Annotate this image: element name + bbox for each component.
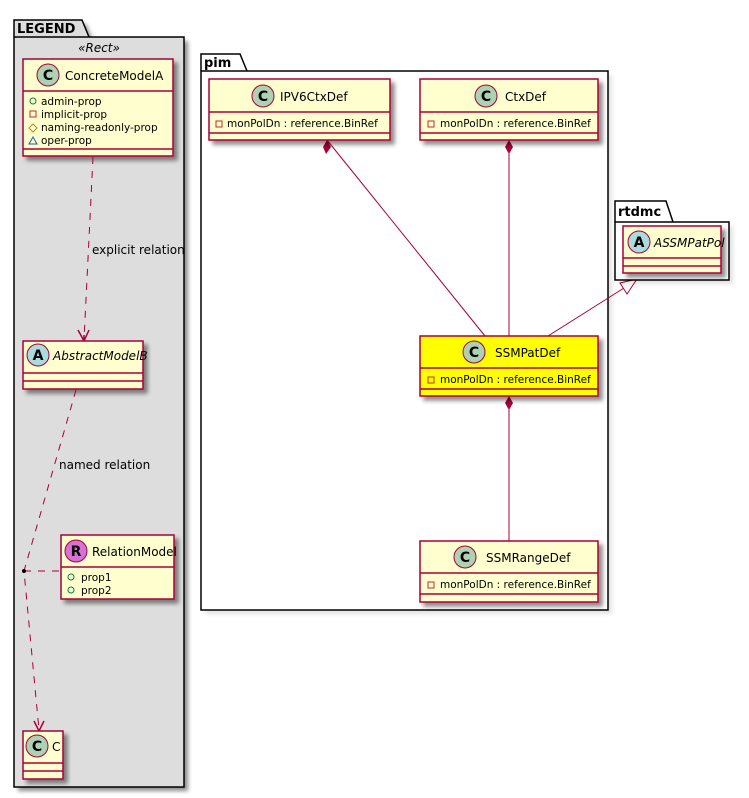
class-abstract-model-b[interactable]: A AbstractModelB [22,340,148,390]
class-name: ASSMPatPol [653,236,725,250]
legend-title: LEGEND [17,22,76,37]
private-square-icon [29,110,37,118]
edge-ipv6-to-ssmpat [323,139,486,337]
attribute: monPolDn : reference.BinRef [440,118,591,130]
class-badge-icon [453,545,477,569]
edge-label: named relation [59,458,150,472]
pim-package: pim [200,53,609,611]
rtdmc-title: rtdmc [618,205,661,220]
class-badge-icon [474,84,498,108]
abstract-badge-icon [627,230,651,254]
svg-text:R: R [71,544,82,560]
class-ctxdef[interactable]: C CtxDef monPolDn : reference.BinRef [419,78,599,141]
public-circle-icon [67,586,75,594]
svg-text:C: C [258,89,268,105]
class-name: AbstractModelB [52,349,148,363]
private-square-icon [427,376,435,384]
edge-label: explicit relation [92,243,185,257]
public-circle-icon [67,573,75,581]
class-ssmpatdef[interactable]: C SSMPatDef monPolDn : reference.BinRef [419,335,599,397]
attribute: prop2 [81,585,112,597]
attribute: naming-readonly-prop [41,122,158,134]
attribute: oper-prop [41,135,92,147]
junction-point-icon [22,569,26,573]
svg-text:A: A [634,235,645,251]
class-name: IPV6CtxDef [280,90,348,104]
class-name: CtxDef [505,90,547,104]
edge-ssmpat-to-ssmrange [505,396,513,541]
legend-stereotype: «Rect» [78,41,120,55]
svg-text:C: C [469,345,479,361]
public-circle-icon [29,97,37,105]
package-triangle-icon [28,135,38,145]
class-badge-icon [36,63,60,87]
class-ssmrangedef[interactable]: C SSMRangeDef monPolDn : reference.BinRe… [419,540,599,603]
svg-text:A: A [33,348,44,364]
class-concrete-model-a[interactable]: C ConcreteModelA admin-prop implicit-pro… [22,58,174,157]
class-badge-icon [462,340,486,364]
class-name: RelationModel [92,545,177,559]
composition-diamond-icon [505,140,513,154]
class-relation-model[interactable]: R RelationModel prop1 prop2 [60,534,177,600]
svg-text:C: C [32,739,42,755]
abstract-badge-icon [26,343,50,367]
legend-package: LEGEND «Rect» [13,19,185,788]
edge-named-relation: named relation [22,389,150,733]
attribute: monPolDn : reference.BinRef [440,374,591,386]
class-name: ConcreteModelA [65,69,164,83]
protected-diamond-icon [28,123,38,133]
generalization-triangle-icon [619,278,639,295]
composition-diamond-icon [505,396,513,410]
class-ipv6ctxdef[interactable]: C IPV6CtxDef monPolDn : reference.BinRef [208,78,391,141]
attribute: monPolDn : reference.BinRef [227,118,378,130]
attribute: prop1 [81,572,112,584]
pim-title: pim [204,56,231,71]
class-c[interactable]: C C [22,730,64,780]
private-square-icon [427,120,435,128]
class-assmpatpol[interactable]: A ASSMPatPol [622,225,725,274]
attribute: monPolDn : reference.BinRef [440,579,591,591]
class-name: SSMPatDef [495,346,561,360]
composition-diamond-icon [323,140,331,154]
private-square-icon [427,581,435,589]
class-badge-icon [25,734,49,758]
class-name: SSMRangeDef [486,551,571,565]
edge-ctx-to-ssmpat [505,140,513,336]
svg-text:C: C [481,89,491,105]
svg-text:C: C [460,550,470,566]
svg-text:C: C [43,68,53,84]
attribute: admin-prop [41,96,102,108]
class-badge-icon [251,84,275,108]
relation-badge-icon [64,539,88,563]
edge-ssmpat-to-assmpatpol [547,278,639,337]
attribute: implicit-prop [41,109,107,121]
private-square-icon [215,120,223,128]
class-name: C [52,740,60,754]
